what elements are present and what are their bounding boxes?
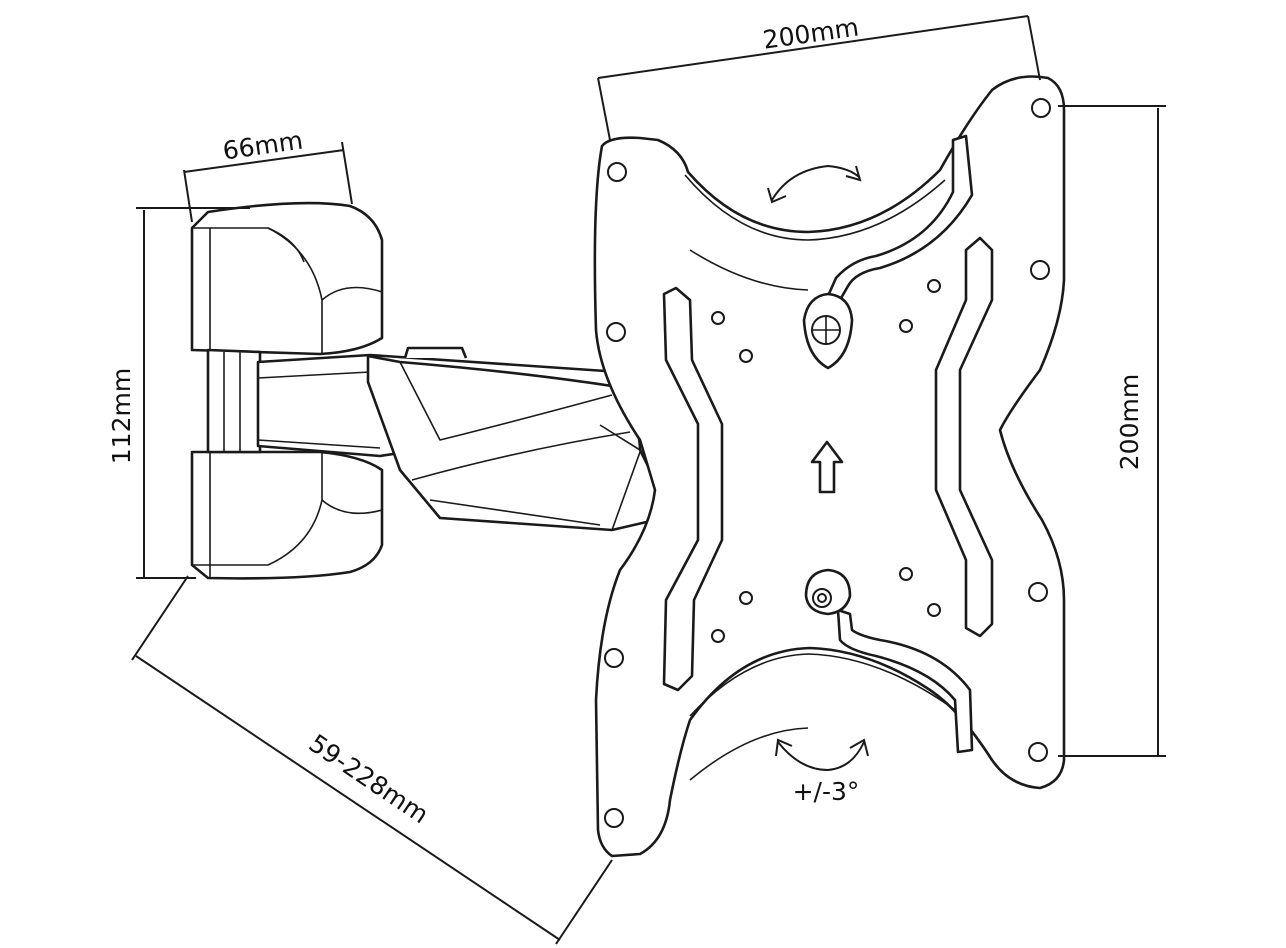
vesa-plate (593, 75, 1066, 858)
wall-plate-height-label: 112mm (107, 368, 136, 464)
wall-plate (190, 201, 384, 580)
plate-height-label: 200mm (1115, 374, 1144, 470)
plate-width-label: 200mm (761, 13, 861, 55)
wall-distance-label: 59-228mm (304, 729, 434, 830)
wall-plate-width-label: 66mm (221, 126, 305, 166)
dimension-lines (131, 15, 1166, 945)
tilt-label: +/-3° (793, 777, 860, 806)
swing-arm (256, 346, 657, 532)
rotation-arrows (767, 164, 869, 772)
